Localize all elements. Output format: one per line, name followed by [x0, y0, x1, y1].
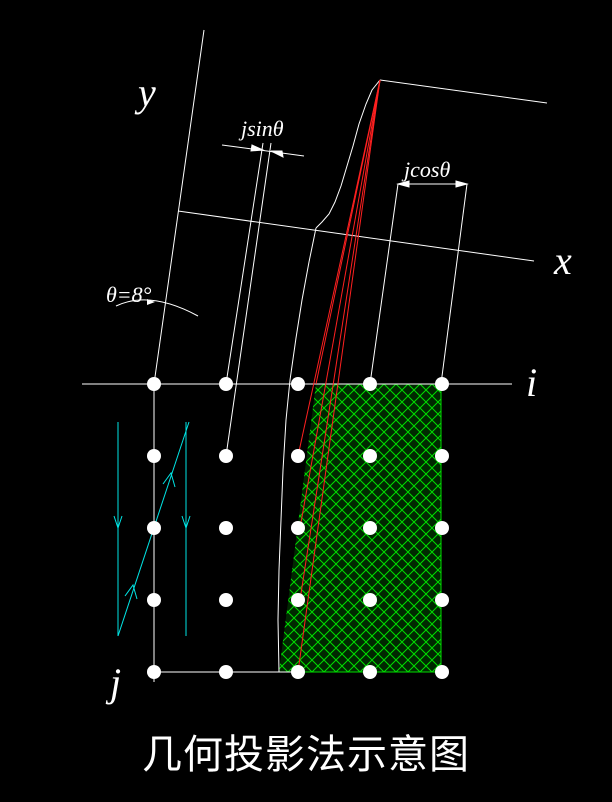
grid-point-r2-c3 [363, 521, 377, 535]
jsin-label: jsinθ [238, 116, 284, 141]
down-arrow-right-head [181, 515, 191, 530]
y-axis-line [153, 29, 205, 385]
jsin-arrow-right [270, 150, 284, 158]
grid-point-r3-c0 [147, 593, 161, 607]
ray-2 [299, 79, 381, 529]
grid-point-r4-c0 [147, 665, 161, 679]
i-axis-label: i [526, 360, 537, 405]
grid-point-r0-c1 [219, 377, 233, 391]
j-axis-label: j [105, 660, 121, 705]
profile-top [379, 79, 548, 104]
grid-point-r3-c2 [291, 593, 305, 607]
grid-point-r2-c2 [291, 521, 305, 535]
grid-point-r1-c0 [147, 449, 161, 463]
grid-point-r2-c1 [219, 521, 233, 535]
jcos-arrow-left [396, 180, 410, 188]
grid-point-r2-c4 [435, 521, 449, 535]
grid-point-r4-c1 [219, 665, 233, 679]
ray-3 [299, 79, 381, 601]
ray-5 [315, 79, 381, 385]
diagonal-arrow-head-1 [124, 583, 138, 600]
grid-point-r1-c2 [291, 449, 305, 463]
grid-point-r4-c2 [291, 665, 305, 679]
dimension-markers [221, 144, 469, 188]
projection-rays [297, 79, 381, 673]
jsin-arrow-left [250, 144, 265, 152]
grid-point-r4-c4 [435, 665, 449, 679]
profile-curve [315, 79, 381, 229]
jcos-label: jcosθ [401, 157, 450, 182]
grid-point-r0-c2 [291, 377, 305, 391]
grid-point-r0-c3 [363, 377, 377, 391]
projection-line-3 [369, 183, 399, 385]
theta-arc [115, 299, 199, 317]
ray-4 [297, 79, 381, 673]
grid-point-r0-c0 [147, 377, 161, 391]
grid-point-r1-c4 [435, 449, 449, 463]
grid-point-r0-c4 [435, 377, 449, 391]
grid-point-r2-c0 [147, 521, 161, 535]
grid-point-r4-c3 [363, 665, 377, 679]
projection-line-4 [440, 183, 468, 385]
grid-point-r3-c1 [219, 593, 233, 607]
y-axis-label: y [134, 70, 156, 115]
theta-label: θ=8° [106, 282, 152, 307]
grid-point-r1-c3 [363, 449, 377, 463]
profile-left-edge [277, 227, 317, 673]
grid-point-r3-c3 [363, 593, 377, 607]
x-axis-label: x [553, 238, 572, 283]
projection-line-1 [225, 142, 264, 385]
grid-points [147, 377, 449, 679]
jcos-arrow-right [455, 180, 469, 188]
grid-point-r3-c4 [435, 593, 449, 607]
grid-point-r1-c1 [219, 449, 233, 463]
diagram-caption: 几何投影法示意图 [142, 732, 470, 778]
projection-line-2 [225, 142, 272, 457]
down-arrow-left-head [113, 515, 123, 530]
diagonal-arrow-head-2 [162, 471, 176, 488]
